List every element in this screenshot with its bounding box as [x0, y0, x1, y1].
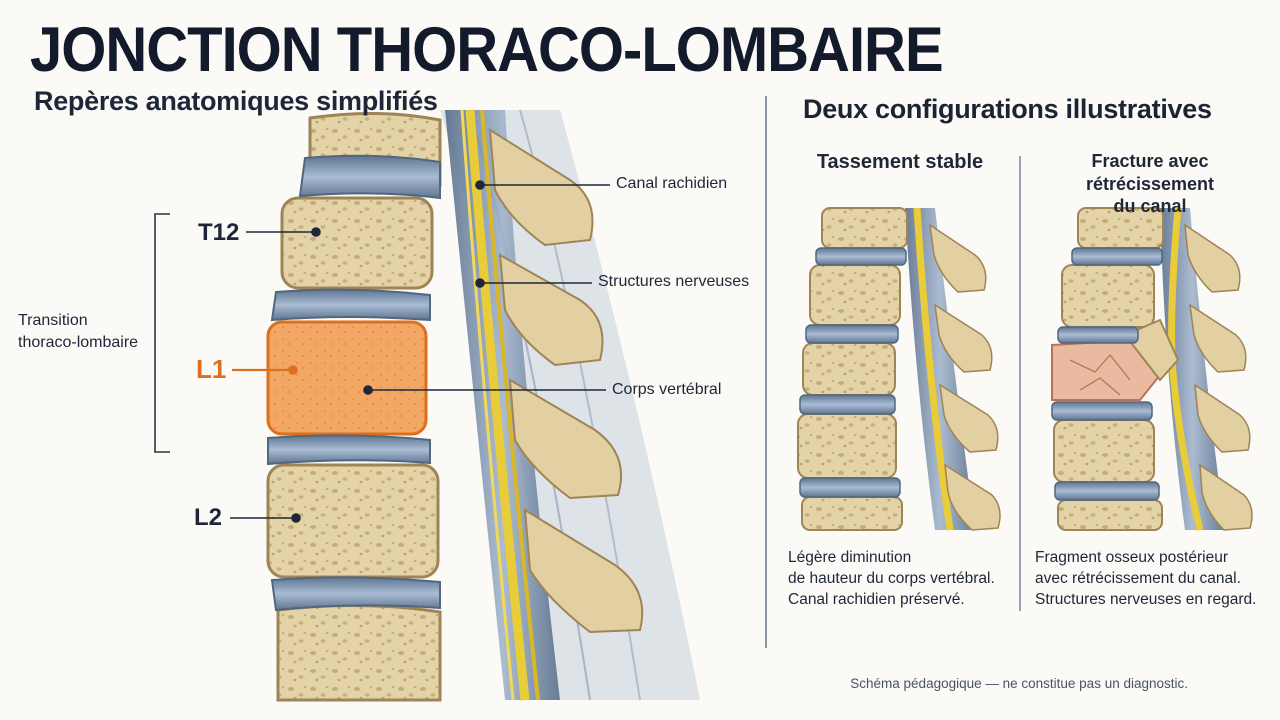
page-subtitle: Repères anatomiques simplifiés [34, 86, 438, 116]
main-spine [266, 109, 700, 702]
right-heading: Deux configurations illustratives [803, 94, 1212, 124]
transition-bracket [154, 213, 170, 453]
stable-title: Tassement stable [816, 151, 984, 173]
column-divider [1019, 156, 1021, 611]
callout-nerves: Structures nerveuses [598, 273, 750, 290]
label-t12: T12 [198, 219, 240, 246]
disclaimer-footer: Schéma pédagogique — ne constitue pas un… [850, 676, 1188, 691]
page-title: JONCTION THORACO-LOMBAIRE [30, 15, 944, 86]
vertebra-t12 [280, 196, 434, 290]
fracture-title: Fracture avec rétrécissement du canal [1085, 151, 1215, 216]
vertebra-l1 [266, 320, 428, 436]
fracture-spine [1051, 207, 1253, 531]
stable-caption: Légère diminution de hauteur du corps ve… [788, 549, 995, 608]
callout-body: Corps vertébral [612, 381, 722, 398]
stable-spine [797, 207, 1001, 531]
nerve-strand [465, 109, 530, 701]
label-l2: L2 [194, 504, 223, 531]
label-l1: L1 [196, 354, 227, 384]
fracture-caption: Fragment osseux postérieur avec rétrécis… [1035, 549, 1257, 608]
transition-label: Transition thoraco-lombaire [18, 312, 139, 352]
callout-canal: Canal rachidien [616, 175, 728, 192]
main-divider [765, 96, 767, 648]
